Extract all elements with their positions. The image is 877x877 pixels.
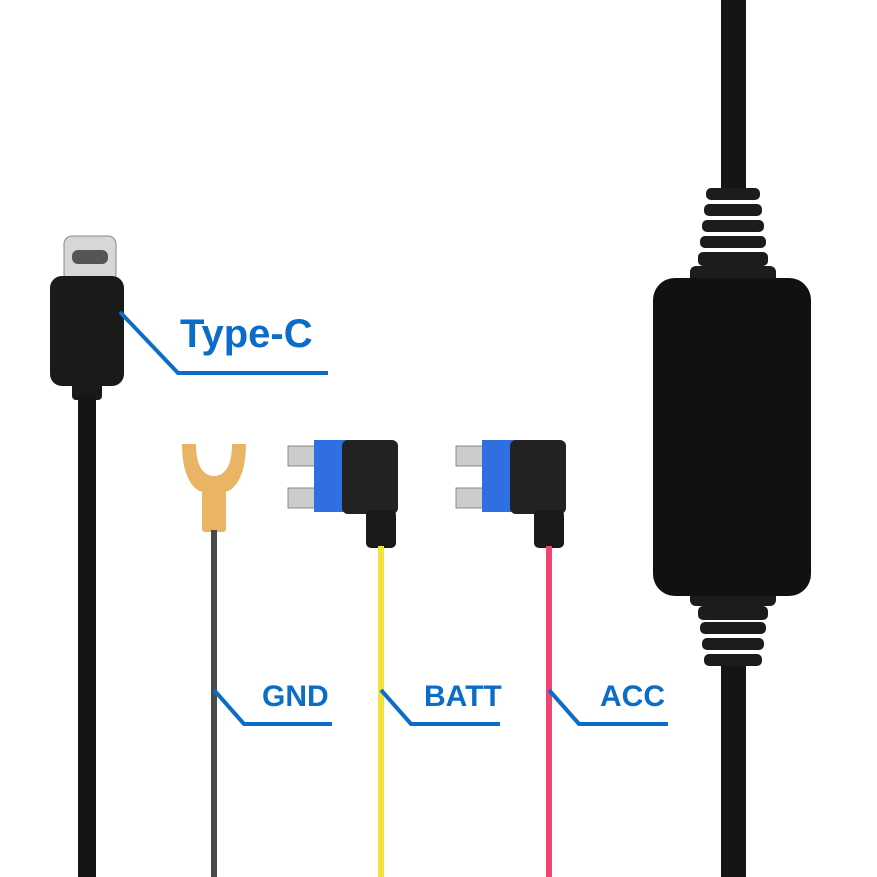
leader-lines bbox=[118, 310, 668, 726]
label-type-c: Type-C bbox=[180, 312, 313, 356]
type-c-connector bbox=[50, 235, 124, 877]
gnd-wire bbox=[182, 444, 246, 877]
converter-box bbox=[653, 278, 811, 596]
main-cable bbox=[690, 0, 776, 877]
label-gnd: GND bbox=[262, 680, 329, 713]
label-batt: BATT bbox=[424, 680, 502, 713]
batt-fuse bbox=[287, 440, 398, 877]
label-acc: ACC bbox=[600, 680, 665, 713]
acc-fuse bbox=[455, 440, 566, 877]
